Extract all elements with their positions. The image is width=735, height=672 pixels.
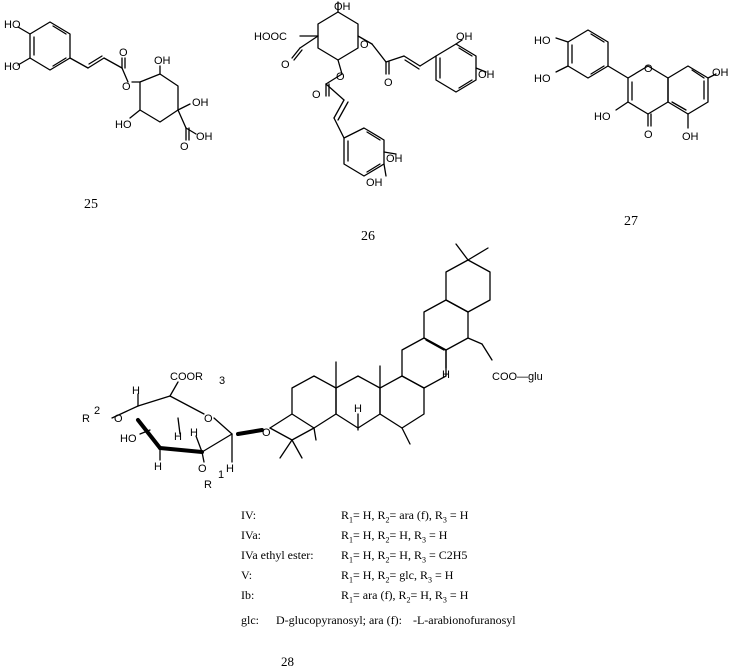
c25-ho-top: HO — [4, 19, 21, 31]
c28-r2-sub: 2 — [94, 405, 100, 417]
c26-acid-o: O — [281, 59, 290, 71]
compound-26-label: 26 — [361, 229, 375, 244]
c26-hooc: HOOC — [254, 31, 287, 43]
c28-h-4: H — [154, 461, 162, 473]
c26-oh-a: OH — [456, 31, 473, 43]
legend-def: R1= H, R2= H, R3 = C2H5 — [341, 548, 468, 565]
compound-27-label: 27 — [624, 214, 638, 229]
compound-28-label: 28 — [281, 654, 294, 669]
c26-ester-o1: O — [360, 39, 369, 51]
c28-r1: R — [204, 479, 212, 491]
compound-28-structure: COOR 3 R 2 O H O HO H H H O H R 1 O H H … — [82, 243, 543, 491]
c25-carbonyl-o2: O — [180, 141, 189, 153]
c28-coor: COOR — [170, 371, 203, 383]
compound-26-structure: OH HOOC O O O OH OH O O OH OH — [254, 1, 495, 189]
c26-oh-b: OH — [478, 69, 495, 81]
legend-def: R1= ara (f), R2= H, R3 = H — [341, 588, 469, 605]
footnote-ara-def: -L-arabionofuranosyl — [412, 613, 516, 627]
c28-h-top: H — [442, 369, 450, 381]
legend-name: V: — [241, 568, 253, 582]
c28-o-r2: O — [114, 413, 123, 425]
compound-25-structure: HO HO O O OH HO OH O OH — [4, 19, 213, 153]
c28-r2: R — [82, 413, 90, 425]
c28-h-5: H — [226, 463, 234, 475]
legend-def: R1= H, R2= H, R3 = H — [341, 528, 448, 545]
c25-ester-o: O — [122, 81, 131, 93]
c25-acid-oh: OH — [196, 131, 213, 143]
c25-carbonyl-o: O — [119, 47, 128, 59]
c28-r3-sub: 3 — [219, 375, 225, 387]
legend-def: R1= H, R2= ara (f), R3 = H — [341, 508, 469, 525]
legend-name: Ib: — [241, 588, 255, 602]
abbreviation-footnote: glc: D-glucopyranosyl; ara (f): -L-arabi… — [241, 613, 516, 628]
compound-25-label: 25 — [84, 197, 98, 212]
c28-glycoside-o: O — [262, 427, 271, 439]
c25-ho-bottom: HO — [4, 61, 21, 73]
c28-ho: HO — [120, 433, 137, 445]
c27-oh-7: OH — [712, 67, 729, 79]
legend-def: R1= H, R2= glc, R3 = H — [341, 568, 454, 585]
c28-h-1: H — [132, 385, 140, 397]
footnote-key: glc: — [241, 613, 259, 627]
c28-ring-o: O — [204, 413, 213, 425]
c27-ho-1: HO — [534, 35, 551, 47]
c25-oh-1: OH — [154, 55, 171, 67]
c26-oh-d: OH — [366, 177, 383, 189]
c28-h-ring: H — [354, 403, 362, 415]
c28-r1-sub: 1 — [218, 469, 224, 481]
footnote-glc-def: D-glucopyranosyl; ara (f): — [276, 613, 402, 627]
c27-ring-o: O — [644, 63, 653, 75]
legend-name: IVa: — [241, 528, 261, 542]
legend-name: IV: — [241, 508, 257, 522]
c28-coo-glu: COO—glu — [492, 371, 543, 383]
c26-oh-top: OH — [334, 1, 351, 13]
c27-ho-2: HO — [534, 73, 551, 85]
c26-oh-c: OH — [386, 153, 403, 165]
c25-oh-2: OH — [192, 97, 209, 109]
c27-oh-5: OH — [682, 131, 699, 143]
c27-ho-3: HO — [594, 111, 611, 123]
c28-h-3: H — [190, 427, 198, 439]
c26-carbonyl-o1: O — [384, 77, 393, 89]
c26-carbonyl-o2: O — [312, 89, 321, 101]
c26-ester-o2: O — [336, 71, 345, 83]
c25-ho-ring: HO — [115, 119, 132, 131]
c28-h-2: H — [174, 431, 182, 443]
c27-carbonyl-o: O — [644, 129, 653, 141]
legend-name: IVa ethyl ester: — [241, 548, 314, 562]
c28-o-r1: O — [198, 463, 207, 475]
compound-27-structure: HO HO O OH HO O OH — [534, 29, 729, 143]
